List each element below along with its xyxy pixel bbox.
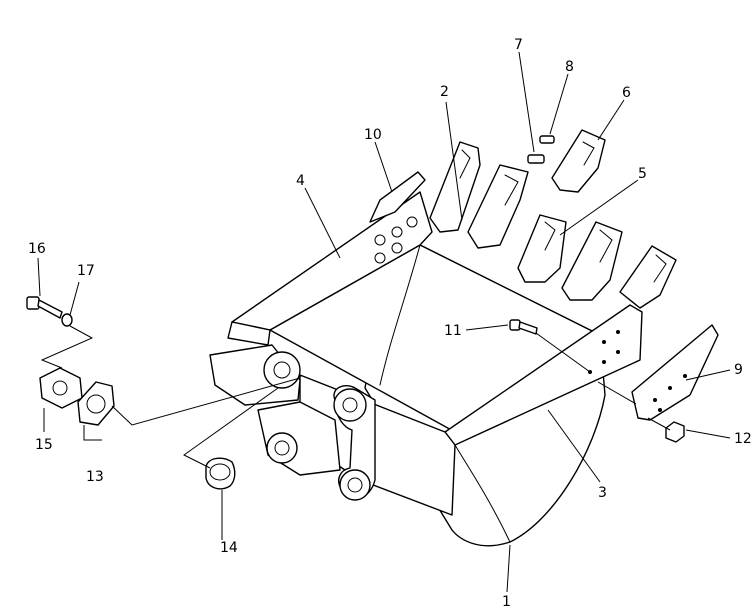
callout-labels: 1 2 3 4 5 6 7 8 9 10 11 12 13 14 15 16 1… (28, 37, 752, 608)
callout-2: 2 (440, 84, 449, 100)
callout-16: 16 (28, 241, 46, 257)
boss-upper-right-hole (342, 397, 358, 413)
cutter-hole-4 (658, 408, 662, 412)
washer-17 (61, 313, 73, 327)
callout-17: 17 (77, 263, 95, 279)
side-hole-r5 (616, 330, 620, 334)
callout-1: 1 (502, 594, 511, 608)
side-bolt-hole-5 (391, 242, 403, 254)
callout-11: 11 (444, 323, 462, 339)
bolt-16-shank (37, 299, 63, 319)
bucket-teeth (429, 129, 677, 309)
cutter-hole-2 (668, 386, 672, 390)
bushing-14-face (209, 463, 231, 481)
leader-12 (685, 429, 731, 439)
leader-2 (445, 101, 463, 221)
tooth-4-slot (599, 229, 613, 263)
bolt-11 (509, 319, 538, 335)
leader-4 (304, 187, 341, 259)
callout-14: 14 (220, 540, 238, 556)
bolt-11-shank (518, 321, 538, 335)
cutter-hole-1 (653, 398, 657, 402)
leader-lines (37, 51, 731, 593)
connect-11-to-plate (535, 332, 591, 373)
leader-9 (685, 369, 731, 381)
side-bolt-hole-2 (391, 226, 403, 238)
leader-16 (37, 257, 41, 297)
bolt-16-assembly (26, 296, 73, 327)
leader-17 (69, 281, 80, 316)
side-hole-r3 (616, 350, 620, 354)
callout-4: 4 (296, 173, 305, 189)
tooth-1-slot (459, 149, 471, 179)
leader-3 (547, 409, 601, 483)
side-hole-r4 (602, 340, 606, 344)
callout-9: 9 (734, 362, 743, 378)
side-cutter-left (369, 171, 426, 223)
shim-plate-15-hole (52, 380, 68, 396)
loose-tooth-slot (582, 141, 595, 166)
shell-shading-1 (379, 244, 421, 386)
tooth-lock (527, 154, 545, 164)
tooth-1 (429, 141, 481, 233)
tooth-3-slot (544, 221, 556, 251)
side-bolt-hole-4 (374, 252, 386, 264)
leader-13 (83, 425, 102, 441)
leader-7 (518, 51, 535, 153)
leader-11 (465, 324, 509, 331)
callout-8: 8 (565, 59, 574, 75)
side-hole-r2 (602, 360, 606, 364)
callout-7: 7 (514, 37, 523, 53)
boss-lower-right-hole (347, 477, 363, 493)
tooth-2 (467, 164, 529, 249)
loose-tooth (551, 129, 606, 193)
cutter-nut (665, 421, 685, 443)
leader-8 (549, 73, 569, 135)
leader-1 (506, 544, 511, 593)
connect-12-to-cutter (647, 417, 671, 431)
tooth-4 (561, 221, 623, 301)
callout-6: 6 (622, 85, 631, 101)
boss-upper-left-hole (273, 361, 291, 379)
connect-13-to-boss (111, 377, 301, 426)
bushing-13-hole (86, 394, 106, 414)
tooth-5-slot (653, 254, 667, 283)
callout-10: 10 (364, 127, 382, 143)
shell-shading-2 (454, 444, 511, 543)
tooth-5 (619, 245, 677, 309)
tooth-pin (539, 135, 555, 144)
callout-12: 12 (734, 431, 752, 447)
bucket-body (209, 191, 643, 547)
cutter-hole-3 (683, 374, 687, 378)
side-bolt-hole-3 (406, 216, 418, 228)
callout-3: 3 (598, 485, 607, 501)
tooth-3 (517, 214, 567, 283)
connect-17-to-15 (40, 325, 94, 369)
boss-lower-left-hole (274, 440, 290, 456)
bolt-11-head (509, 319, 521, 331)
tooth-2-slot (504, 174, 519, 206)
leader-10 (374, 141, 393, 193)
leader-6 (597, 99, 625, 141)
bolt-16-head (26, 296, 40, 310)
callout-13: 13 (86, 469, 104, 485)
leader-5 (559, 179, 639, 236)
callout-5: 5 (638, 166, 647, 182)
side-bolt-hole-1 (374, 234, 386, 246)
side-cutter-right (631, 324, 719, 421)
connect-14-to-boss (183, 387, 279, 469)
callout-15: 15 (35, 437, 53, 453)
connect-9-to-plate (597, 381, 637, 405)
